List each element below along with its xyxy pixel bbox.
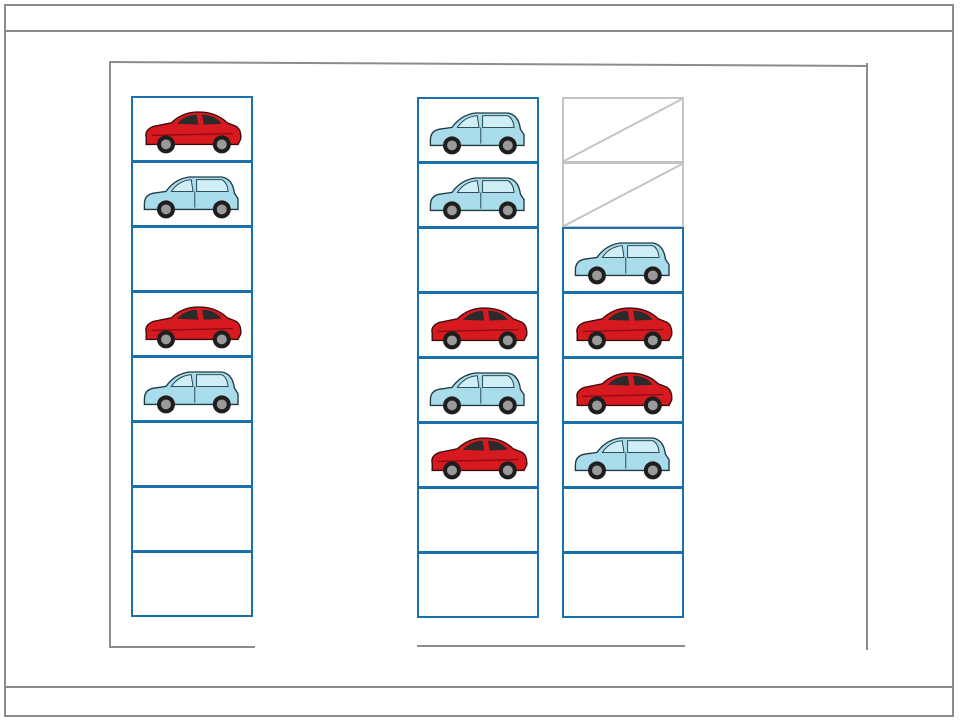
empty-parking-slot[interactable] xyxy=(131,486,253,552)
blue-car-icon xyxy=(143,176,239,219)
occupied-parking-slot[interactable] xyxy=(562,227,684,293)
blue-car-icon xyxy=(429,372,525,415)
occupied-parking-slot[interactable] xyxy=(131,96,253,162)
red-car-icon xyxy=(576,372,673,415)
red-car-icon xyxy=(431,307,528,350)
occupied-parking-slot[interactable] xyxy=(417,422,539,488)
top-bar xyxy=(4,4,954,32)
occupied-parking-slot[interactable] xyxy=(562,357,684,423)
lot-bottom-edge-right xyxy=(417,645,685,647)
red-car-icon xyxy=(431,437,528,480)
empty-parking-slot[interactable] xyxy=(131,551,253,617)
occupied-parking-slot[interactable] xyxy=(131,291,253,357)
lot-right-edge xyxy=(866,63,868,650)
occupied-parking-slot[interactable] xyxy=(417,357,539,423)
empty-parking-slot[interactable] xyxy=(562,487,684,553)
empty-parking-slot[interactable] xyxy=(417,552,539,618)
red-car-icon xyxy=(145,306,242,349)
lot-bottom-edge-left xyxy=(109,646,255,648)
blue-car-icon xyxy=(574,437,670,480)
occupied-parking-slot[interactable] xyxy=(417,97,539,163)
lot-left-edge xyxy=(109,61,111,648)
crossed-out-icon xyxy=(564,164,682,226)
empty-parking-slot[interactable] xyxy=(131,226,253,292)
empty-parking-slot[interactable] xyxy=(417,227,539,293)
unavailable-parking-slot[interactable] xyxy=(562,97,684,163)
blue-car-icon xyxy=(574,242,670,285)
occupied-parking-slot[interactable] xyxy=(562,292,684,358)
empty-parking-slot[interactable] xyxy=(417,487,539,553)
occupied-parking-slot[interactable] xyxy=(562,422,684,488)
bottom-bar xyxy=(4,686,954,717)
empty-parking-slot[interactable] xyxy=(131,421,253,487)
occupied-parking-slot[interactable] xyxy=(417,162,539,228)
occupied-parking-slot[interactable] xyxy=(131,356,253,422)
occupied-parking-slot[interactable] xyxy=(131,161,253,227)
occupied-parking-slot[interactable] xyxy=(417,292,539,358)
blue-car-icon xyxy=(429,177,525,220)
unavailable-parking-slot[interactable] xyxy=(562,162,684,228)
blue-car-icon xyxy=(143,371,239,414)
red-car-icon xyxy=(145,111,242,154)
blue-car-icon xyxy=(429,112,525,155)
empty-parking-slot[interactable] xyxy=(562,552,684,618)
red-car-icon xyxy=(576,307,673,350)
crossed-out-icon xyxy=(564,99,682,161)
